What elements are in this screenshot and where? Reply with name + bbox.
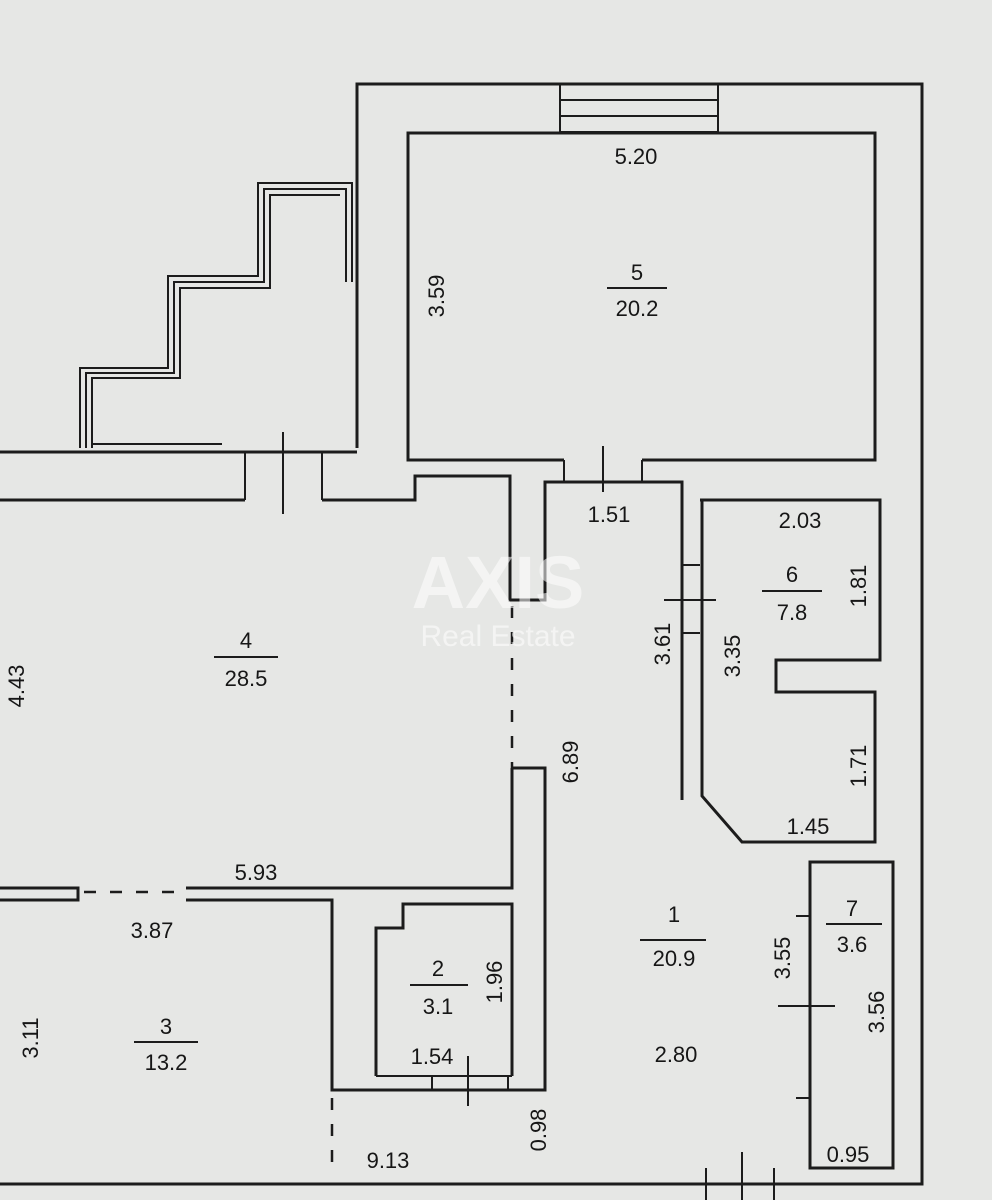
dimension-label: 3.35 xyxy=(720,635,745,678)
dimension-label: 3.55 xyxy=(770,937,795,980)
room-label-7: 7 3.6 xyxy=(826,896,882,957)
watermark-brand: AXIS xyxy=(412,541,585,624)
dimension-label: 0.98 xyxy=(526,1109,551,1152)
room-label-4: 4 28.5 xyxy=(214,628,278,691)
room-7-walls xyxy=(778,860,895,1170)
room-number: 2 xyxy=(432,956,444,981)
room-4-walls xyxy=(0,606,547,1176)
room-6-walls xyxy=(664,498,882,844)
dimension-label: 3.87 xyxy=(131,918,174,943)
room-area: 3.1 xyxy=(423,994,454,1019)
dimension-label: 2.03 xyxy=(779,508,822,533)
passage-door xyxy=(563,446,643,492)
room-area: 28.5 xyxy=(225,666,268,691)
room-area: 20.2 xyxy=(616,296,659,321)
dimension-label: 9.13 xyxy=(367,1148,410,1173)
room-number: 1 xyxy=(668,902,680,927)
dimension-label: 1.45 xyxy=(787,814,830,839)
room-label-5: 5 20.2 xyxy=(607,260,667,321)
dimension-label: 5.20 xyxy=(615,144,658,169)
dimension-label: 4.43 xyxy=(4,665,29,708)
room-2-walls xyxy=(374,902,514,1106)
room-label-2: 2 3.1 xyxy=(410,956,468,1019)
bottom-window xyxy=(705,1152,775,1200)
balcony-door xyxy=(244,432,323,514)
watermark-subtitle: Real Estate xyxy=(420,620,575,653)
room-number: 3 xyxy=(160,1014,172,1039)
room-number: 5 xyxy=(631,260,643,285)
dimension-label: 2.80 xyxy=(655,1042,698,1067)
stair xyxy=(79,182,353,448)
room-area: 3.6 xyxy=(837,932,868,957)
dimension-label: 3.56 xyxy=(864,991,889,1034)
dimension-label: 3.11 xyxy=(18,1017,43,1058)
room-label-1: 1 20.9 xyxy=(640,902,706,971)
dimension-label: 1.54 xyxy=(411,1044,454,1069)
outer-walls xyxy=(0,82,924,1186)
room-area: 13.2 xyxy=(145,1050,188,1075)
room-number: 7 xyxy=(846,896,858,921)
dimension-label: 3.59 xyxy=(424,275,449,318)
dimension-label: 1.71 xyxy=(846,745,871,788)
dimension-label: 5.93 xyxy=(235,860,278,885)
top-window xyxy=(559,83,719,133)
room-area: 20.9 xyxy=(653,946,696,971)
dimension-label: 1.96 xyxy=(482,961,507,1004)
room-area: 7.8 xyxy=(777,600,808,625)
dimension-label: 1.81 xyxy=(846,565,871,608)
room-label-3: 3 13.2 xyxy=(134,1014,198,1075)
room-number: 4 xyxy=(240,628,252,653)
room-number: 6 xyxy=(786,562,798,587)
dimension-label: 0.95 xyxy=(827,1142,870,1167)
dimension-label: 6.89 xyxy=(558,741,583,784)
dimension-label: 1.51 xyxy=(588,502,631,527)
room-label-6: 6 7.8 xyxy=(762,562,822,625)
dimension-label: 3.61 xyxy=(650,623,675,666)
